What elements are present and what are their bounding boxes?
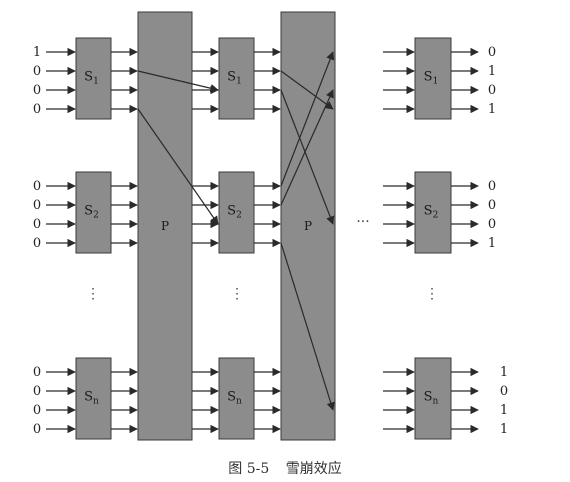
input-bit: 0 [33,83,41,98]
output-bit: 0 [488,83,496,98]
figure-caption: 图 5-5 雪崩效应 [0,458,570,478]
permutation-label-2: P [304,219,312,233]
input-bit: 0 [33,64,41,79]
output-bit: 1 [500,403,508,418]
permutation-label-1: P [161,219,169,233]
sbox-label: S2 [424,204,439,221]
horizontal-ellipsis: ··· [356,214,369,230]
permutation-box-2 [280,11,336,441]
diffusion-arrow [280,70,334,110]
input-bit: 0 [33,365,41,380]
output-bit: 1 [488,102,496,117]
sbox-c1-g3 [75,357,112,440]
diffusion-arrow [280,51,335,187]
vertical-ellipsis: ⋮ [230,286,244,302]
figure-number: 图 5-5 [228,461,270,477]
sbox-label: S1 [227,70,242,87]
sbox-c1-g1 [75,37,112,120]
figure-title: 雪崩效应 [285,461,342,477]
input-bit: 0 [33,422,41,437]
permutation-box-1 [137,11,193,441]
input-bit: 0 [33,384,41,399]
input-bit: 1 [33,45,41,60]
sbox-label: S1 [84,70,99,87]
output-bit: 0 [488,198,496,213]
vertical-ellipsis: ⋮ [86,286,100,302]
output-bit: 0 [500,384,508,399]
output-bit: 1 [488,236,496,251]
diffusion-arrow [280,242,335,411]
sbox-c3-g3 [414,357,452,440]
output-bit: 1 [500,422,508,437]
sbox-label: Sn [84,390,99,407]
diffusion-arrow [280,89,335,225]
vertical-ellipsis: ⋮ [425,286,439,302]
input-bit: 0 [33,236,41,251]
sbox-c2-g2 [218,171,255,254]
output-bit: 1 [488,64,496,79]
sbox-label: Sn [227,390,242,407]
sbox-c2-g3 [218,357,255,440]
diffusion-arrow [280,89,334,206]
input-bit: 0 [33,102,41,117]
diffusion-arrow [137,108,219,225]
input-bit: 0 [33,179,41,194]
output-bit: 0 [488,217,496,232]
diffusion-arrow [137,70,219,93]
input-bit: 0 [33,217,41,232]
sbox-label: S1 [424,70,439,87]
input-bit: 0 [33,198,41,213]
sbox-label: S2 [227,204,242,221]
sbox-label: Sn [424,390,439,407]
sbox-c3-g1 [414,37,452,120]
sbox-c2-g1 [218,37,255,120]
output-bit: 0 [488,179,496,194]
sbox-c1-g2 [75,171,112,254]
output-bit: 0 [488,45,496,60]
sbox-c3-g2 [414,171,452,254]
output-bit: 1 [500,365,508,380]
sbox-label: S2 [84,204,99,221]
input-bit: 0 [33,403,41,418]
